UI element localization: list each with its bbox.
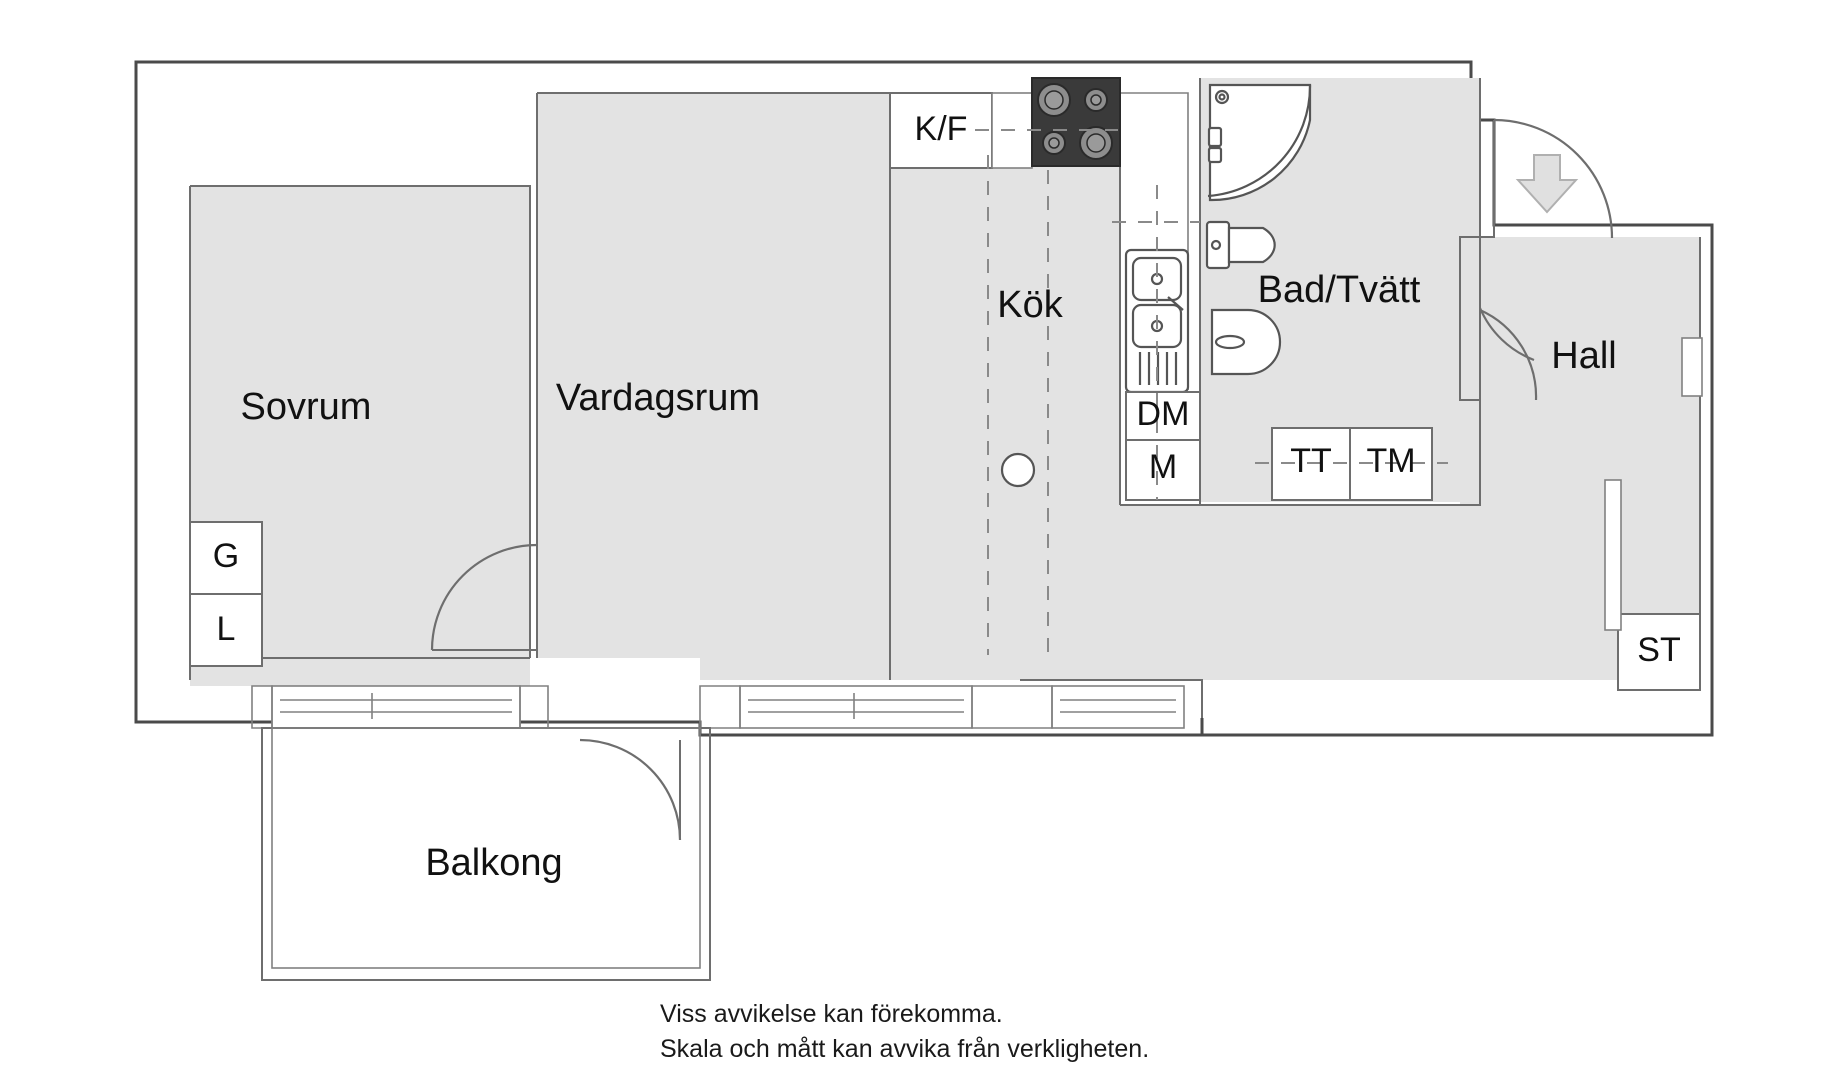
box-tm-outline bbox=[1349, 427, 1433, 501]
balcony-door bbox=[579, 738, 682, 841]
appliance-label-g: G bbox=[213, 537, 239, 575]
entrance-door-arc bbox=[1493, 118, 1614, 239]
appliance-label-dm: DM bbox=[1137, 395, 1190, 433]
appliance-label-m: M bbox=[1149, 448, 1177, 486]
shower-corner bbox=[1208, 83, 1312, 202]
room-fill-corridor bbox=[1020, 505, 1700, 680]
room-label-sovrum: Sovrum bbox=[241, 386, 372, 428]
window-kitchen bbox=[1051, 685, 1185, 729]
laundry-boxes bbox=[1255, 427, 1448, 501]
shower-mixer bbox=[1207, 126, 1223, 164]
box-m-outline bbox=[1125, 439, 1201, 501]
entrance-arrow-icon bbox=[1515, 154, 1579, 214]
toilet-bowl bbox=[1227, 226, 1276, 264]
toilet-tank bbox=[1205, 220, 1231, 270]
box-l-fill bbox=[190, 594, 262, 666]
appliance-label-tt: TT bbox=[1290, 442, 1332, 480]
appliance-labels: K/F DM M TT TM G L ST bbox=[213, 110, 1681, 669]
toilet-flush-button bbox=[1210, 239, 1222, 251]
balcony-door-arc bbox=[579, 738, 682, 841]
wall-bottom-right bbox=[1020, 679, 1203, 718]
wall-hall-left bbox=[1459, 236, 1494, 401]
room-fills bbox=[190, 78, 1700, 686]
dashed-guides bbox=[975, 129, 1200, 655]
window-hall bbox=[1681, 337, 1703, 397]
basin-drain bbox=[1214, 334, 1246, 350]
wash-basin bbox=[1210, 308, 1282, 376]
sink-drainboard bbox=[1138, 352, 1178, 385]
room-label-hall: Hall bbox=[1551, 335, 1616, 377]
closet-boxes bbox=[189, 521, 1701, 691]
sink-faucet bbox=[1167, 296, 1184, 311]
room-label-vardagsrum: Vardagsrum bbox=[556, 377, 760, 419]
shower-drain-center bbox=[1218, 93, 1226, 101]
room-label-kok: Kök bbox=[997, 284, 1063, 326]
shower-drain bbox=[1214, 89, 1230, 105]
basin-bowl bbox=[1210, 308, 1282, 376]
box-st-fill bbox=[1618, 614, 1700, 690]
window-livingroom bbox=[739, 685, 973, 729]
balkong bbox=[261, 727, 711, 981]
appliance-label-kf: K/F bbox=[915, 110, 968, 148]
appliance-label-tm: TM bbox=[1366, 442, 1415, 480]
window-bedroom bbox=[271, 685, 521, 729]
footnote: Viss avvikelse kan förekomma. Skala och … bbox=[660, 1000, 1149, 1063]
box-m-fill bbox=[1126, 440, 1200, 500]
appliance-label-l: L bbox=[217, 610, 236, 648]
bedroom-door-arc bbox=[430, 543, 538, 651]
ceiling-light-circle bbox=[1000, 452, 1036, 488]
room-label-bad-tvatt: Bad/Tvätt bbox=[1258, 269, 1421, 311]
kitchen-appliance-boxes bbox=[1125, 391, 1201, 501]
box-g-fill bbox=[190, 522, 262, 594]
windows bbox=[251, 337, 1703, 729]
burner-bottom-left-inner bbox=[1048, 137, 1060, 149]
bathroom-door-arc2 bbox=[1479, 308, 1538, 401]
bedroom-door bbox=[430, 543, 538, 651]
stove-cooktop bbox=[1031, 77, 1121, 167]
bathroom-fixtures bbox=[1205, 83, 1312, 376]
footnote-line2: Skala och mått kan avvika från verklighe… bbox=[660, 1035, 1149, 1063]
hall-wall-panel bbox=[1604, 479, 1622, 631]
burner-top-left-inner bbox=[1044, 90, 1064, 110]
toilet bbox=[1205, 220, 1276, 270]
appliance-label-st: ST bbox=[1637, 631, 1680, 669]
box-dm-fill bbox=[1126, 392, 1200, 440]
shower-curtain-arc bbox=[1207, 84, 1312, 198]
box-st-outline bbox=[1617, 613, 1701, 691]
burner-top-right-inner bbox=[1090, 94, 1102, 106]
room-labels: Sovrum Vardagsrum Kök Bad/Tvätt Hall Bal… bbox=[241, 269, 1617, 884]
window-jamb-mid2 bbox=[699, 685, 741, 729]
bathroom-door bbox=[1478, 307, 1538, 401]
footnote-line1: Viss avvikelse kan förekomma. bbox=[660, 1000, 1003, 1028]
doors bbox=[430, 118, 1614, 841]
entrance-door bbox=[1493, 118, 1614, 239]
box-l-outline bbox=[189, 593, 263, 667]
room-label-balkong: Balkong bbox=[425, 842, 562, 884]
balkong-outline-inner bbox=[271, 727, 701, 969]
burner-bottom-right-inner bbox=[1086, 133, 1106, 153]
window-jamb-right bbox=[971, 685, 1053, 729]
